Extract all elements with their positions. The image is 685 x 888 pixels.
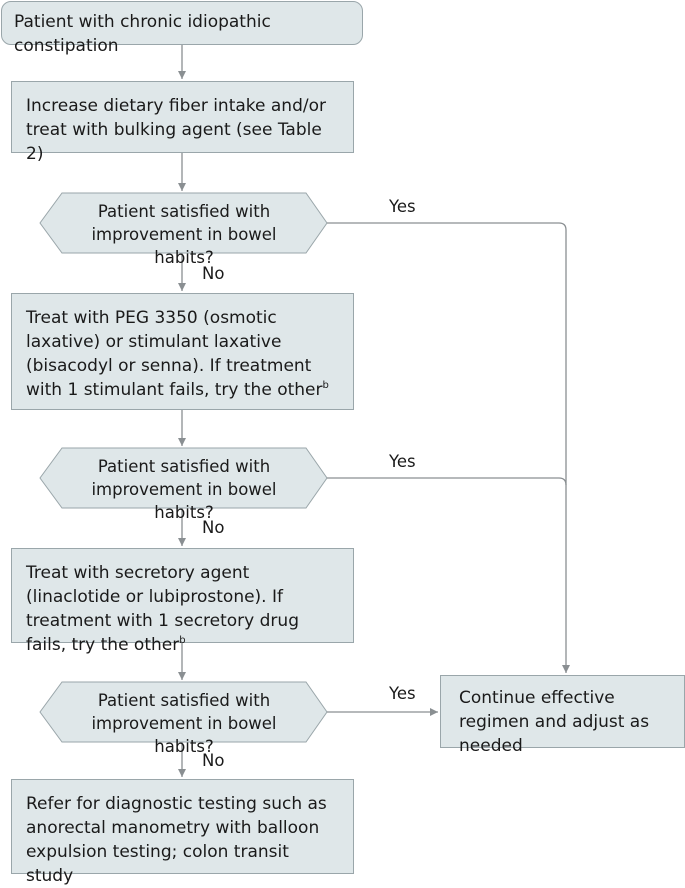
- yes-path-decision2: [327, 477, 567, 486]
- step2-text: Treat with PEG 3350 (osmotic laxative) o…: [26, 308, 323, 400]
- footnote-marker: b: [322, 380, 329, 391]
- footnote-marker: b: [179, 635, 186, 646]
- step1-box: Increase dietary fiber intake and/or tre…: [11, 81, 354, 164]
- start-node: Patient with chronic idiopathic constipa…: [1, 1, 363, 56]
- continue-text: Continue effective regimen and adjust as…: [459, 688, 650, 756]
- step4-box: Refer for diagnostic testing such as ano…: [11, 779, 354, 886]
- decision-shape-1: [39, 192, 328, 254]
- decision2-label: Patient satisfied with improvement in bo…: [62, 455, 306, 524]
- decision-shape-2: [39, 447, 328, 509]
- start-node-text: Patient with chronic idiopathic constipa…: [14, 12, 271, 56]
- edge-label-yes-3: Yes: [389, 684, 416, 703]
- edge-label-no-1: No: [202, 264, 225, 283]
- step3-box: Treat with secretory agent (linaclotide …: [11, 548, 354, 655]
- decision-shape-3: [39, 681, 328, 743]
- decision3-label: Patient satisfied with improvement in bo…: [62, 689, 306, 758]
- step4-text: Refer for diagnostic testing such as ano…: [26, 794, 327, 886]
- decision1-label: Patient satisfied with improvement in bo…: [62, 200, 306, 269]
- step2-box: Treat with PEG 3350 (osmotic laxative) o…: [11, 293, 354, 410]
- step3-text: Treat with secretory agent (linaclotide …: [26, 563, 299, 655]
- edge-label-no-2: No: [202, 518, 225, 537]
- decision1-text: Patient satisfied with improvement in bo…: [91, 202, 277, 267]
- edge-label-yes-1: Yes: [389, 197, 416, 216]
- edge-label-yes-2: Yes: [389, 452, 416, 471]
- yes-path-decision1: [327, 222, 570, 673]
- continue-box: Continue effective regimen and adjust as…: [440, 675, 685, 756]
- step1-text: Increase dietary fiber intake and/or tre…: [26, 96, 326, 164]
- edge-label-no-3: No: [202, 751, 225, 770]
- decision3-text: Patient satisfied with improvement in bo…: [91, 691, 277, 756]
- decision2-text: Patient satisfied with improvement in bo…: [91, 457, 277, 522]
